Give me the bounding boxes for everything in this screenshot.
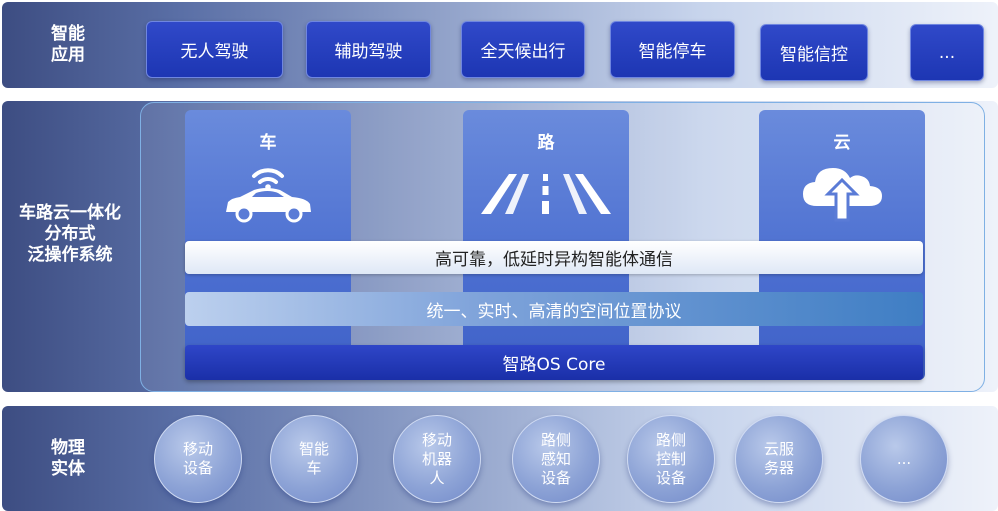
label-line: 实体 xyxy=(51,459,85,479)
app-button-more[interactable]: ... xyxy=(910,24,984,81)
application-layer-label: 智能 应用 xyxy=(40,24,96,66)
band-os-core: 智路OS Core xyxy=(185,345,923,380)
pillar-title: 路 xyxy=(537,133,555,153)
pillar-title: 车 xyxy=(259,133,277,153)
entity-label: 云服 务器 xyxy=(763,440,794,477)
entity-label: 智能 车 xyxy=(298,440,329,477)
label-line: 应用 xyxy=(51,45,85,65)
band-spatial-protocol: 统一、实时、高清的空间位置协议 xyxy=(185,292,923,326)
band-communication: 高可靠，低延时异构智能体通信 xyxy=(185,241,923,274)
app-button-autonomous-driving[interactable]: 无人驾驶 xyxy=(146,21,283,78)
cloud-upload-icon xyxy=(759,164,925,224)
label-line: 车路云一体化 xyxy=(19,203,121,223)
road-icon xyxy=(463,164,629,224)
entity-label: 路侧 控制 设备 xyxy=(655,430,686,487)
entity-label: 移动 设备 xyxy=(182,440,213,477)
app-button-assisted-driving[interactable]: 辅助驾驶 xyxy=(306,21,431,78)
pillar-title: 云 xyxy=(833,133,851,153)
physical-layer-row xyxy=(2,406,998,511)
physical-layer-label: 物理 实体 xyxy=(40,438,96,480)
label-line: 分布式 xyxy=(44,224,96,244)
label-line: 智能 xyxy=(51,24,85,44)
entity-cloud-server: 云服 务器 xyxy=(735,415,823,503)
entity-more: ... xyxy=(860,415,948,503)
entity-smart-car: 智能 车 xyxy=(270,415,358,503)
label-line: 物理 xyxy=(51,438,85,458)
car-wifi-icon xyxy=(185,164,351,224)
entity-mobile-device: 移动 设备 xyxy=(154,415,242,503)
app-button-smart-signal-control[interactable]: 智能信控 xyxy=(760,24,868,81)
entity-roadside-control: 路侧 控制 设备 xyxy=(627,415,715,503)
app-button-all-weather-travel[interactable]: 全天候出行 xyxy=(461,21,585,78)
os-layer-label: 车路云一体化 分布式 泛操作系统 xyxy=(10,203,130,266)
entity-label: 移动 机器 人 xyxy=(421,430,452,487)
label-line: 泛操作系统 xyxy=(27,245,113,265)
entity-roadside-sensing: 路侧 感知 设备 xyxy=(512,415,600,503)
entity-label: 路侧 感知 设备 xyxy=(540,430,571,487)
entity-mobile-robot: 移动 机器 人 xyxy=(393,415,481,503)
app-button-smart-parking[interactable]: 智能停车 xyxy=(610,21,735,78)
entity-label: ... xyxy=(896,449,912,468)
